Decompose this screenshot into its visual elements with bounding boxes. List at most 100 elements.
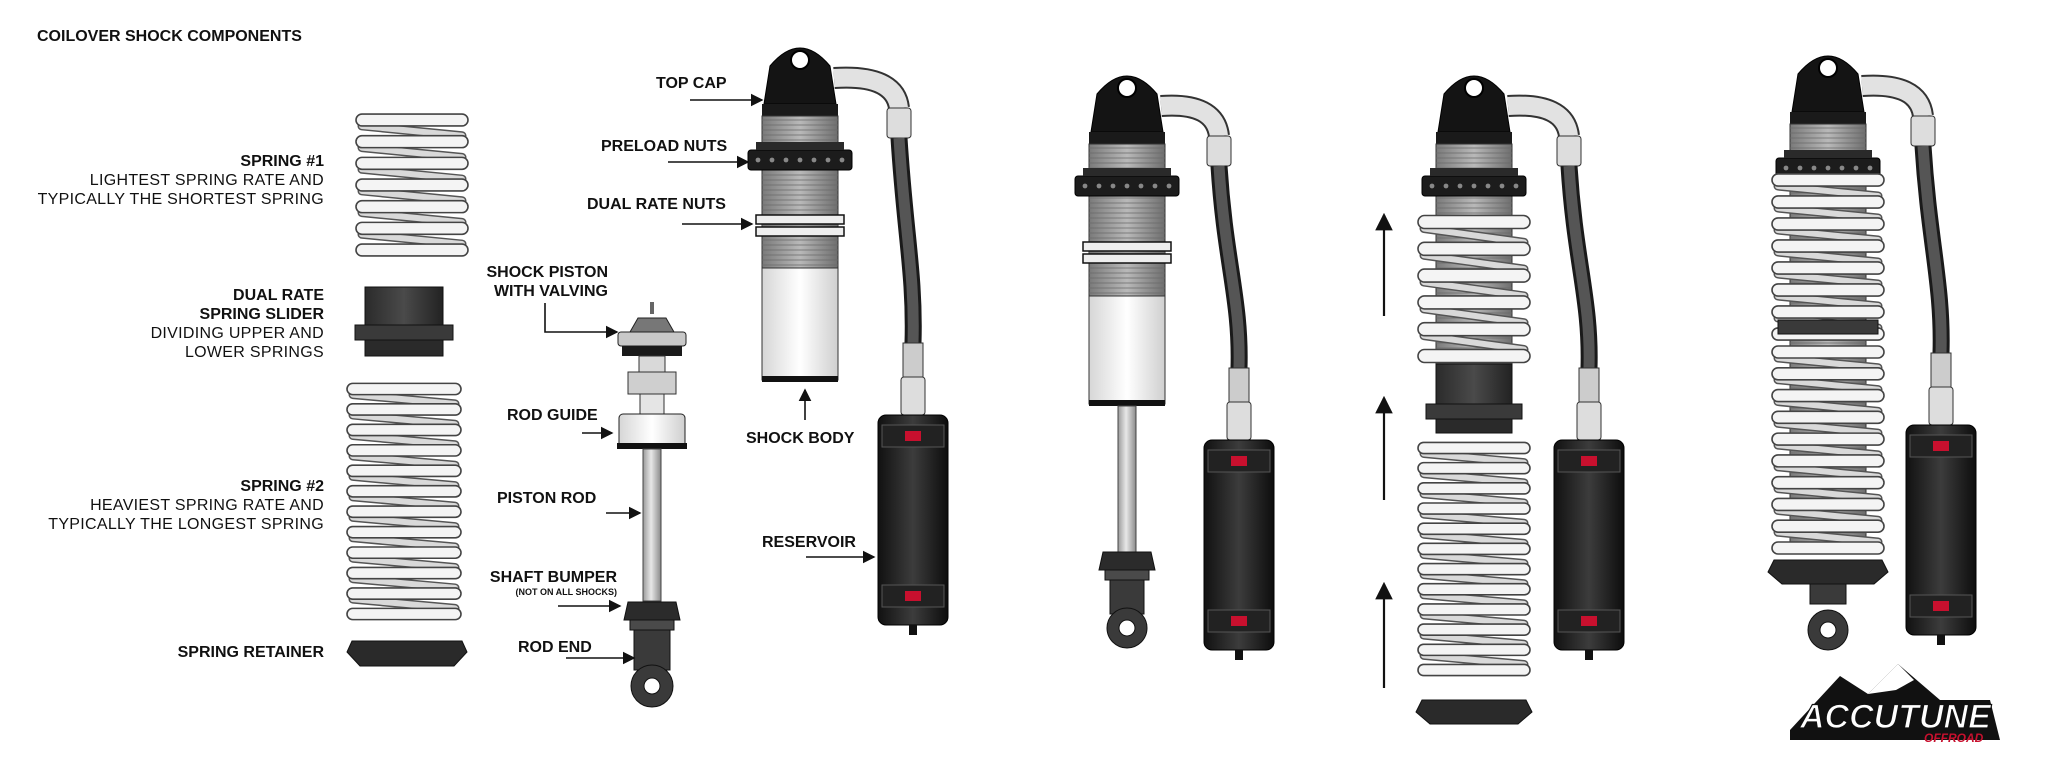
- spring-coil: [1417, 522, 1531, 536]
- preload-nut-bolt: [1457, 183, 1463, 189]
- shaft-bumper-label: SHAFT BUMPER (NOT ON ALL SHOCKS): [489, 569, 617, 597]
- preload-nut-bolt: [1811, 165, 1817, 171]
- hose-fitting: [1861, 76, 1932, 118]
- spring-coil: [1417, 502, 1531, 515]
- preload-nut-bolt: [825, 157, 831, 163]
- preload-nut-bolt: [1867, 165, 1873, 171]
- spring-coil: [1771, 283, 1885, 297]
- diagram-title: COILOVER SHOCK COMPONENTS: [37, 28, 302, 45]
- rod-end-collar: [1104, 569, 1150, 581]
- rod-end-hole: [1118, 619, 1136, 637]
- top-cap-eye: [790, 50, 810, 70]
- hose-nut: [886, 107, 912, 139]
- top-cap-base: [762, 104, 838, 116]
- reservoir-valve: [1585, 650, 1593, 660]
- spring-coil: [1771, 519, 1885, 534]
- piston-stud: [650, 302, 654, 314]
- rod-end-hole: [1819, 621, 1837, 639]
- rod-end-hole: [643, 677, 661, 695]
- dual-rate-slider-flange: [1425, 403, 1523, 420]
- hose-fitting: [833, 68, 908, 110]
- top-cap-eye: [1117, 78, 1137, 98]
- piston-body: [622, 346, 682, 356]
- spring-coil: [1771, 173, 1885, 187]
- loose-components: [346, 113, 469, 667]
- spring-coil: [355, 156, 469, 171]
- shaft-bumper: [1098, 551, 1156, 571]
- spring-coil: [1417, 623, 1531, 636]
- top-cap: [1791, 55, 1865, 113]
- spring-coil: [1771, 195, 1885, 209]
- rod-guide-label: ROD GUIDE: [507, 407, 598, 424]
- spring-coil: [355, 178, 469, 192]
- spring-coil: [1417, 663, 1531, 677]
- spring-coil: [346, 566, 462, 580]
- dual-rate-nut: [1082, 241, 1172, 252]
- hose-fitting: [1160, 96, 1228, 138]
- dual-rate-slider-flange: [354, 324, 454, 341]
- spring-coil: [355, 221, 469, 236]
- reservoir-hose-core: [1213, 165, 1245, 369]
- hose-nut: [1910, 115, 1936, 147]
- reservoir-hose-core: [1563, 165, 1595, 369]
- dual-rate-nut: [755, 214, 845, 225]
- hose-fitting: [1507, 96, 1578, 138]
- preload-nut-bolt: [1797, 165, 1803, 171]
- shock-body-label: SHOCK BODY: [746, 430, 855, 447]
- spring-1-on-shock: [1417, 214, 1531, 364]
- shock-illustrations: [617, 47, 1977, 725]
- top-cap-base: [1436, 132, 1512, 144]
- preload-nut-top: [756, 142, 844, 150]
- spring-coil: [1417, 603, 1531, 616]
- preload-nut-bolt: [1152, 183, 1158, 189]
- preload-nut-bolt: [1513, 183, 1519, 189]
- rod-end-label: ROD END: [518, 639, 592, 656]
- preload-nut-bolt: [769, 157, 775, 163]
- preload-nut-top: [1784, 150, 1872, 158]
- shock-body-threads: [761, 115, 839, 269]
- piston-label: SHOCK PISTON WITH VALVING: [486, 264, 609, 300]
- spring-2-on-shock: [1417, 441, 1531, 677]
- dual-rate-slider-base: [364, 339, 444, 357]
- reservoir-decal-accent: [905, 591, 921, 601]
- dual-rate-slider-assembled: [1777, 319, 1879, 335]
- shock-body-end: [1089, 400, 1165, 406]
- preload-nuts-label: PRELOAD NUTS: [601, 138, 728, 155]
- top-cap: [1437, 75, 1511, 133]
- hose-nut: [1206, 135, 1232, 167]
- preload-nut-bolt: [811, 157, 817, 163]
- shock-body: [1088, 295, 1166, 405]
- top-cap-eye: [1818, 58, 1838, 78]
- spring-coil: [346, 423, 462, 437]
- piston-valving: [617, 331, 687, 347]
- logo-wordmark: ACCUTUNE: [1799, 698, 1992, 736]
- spring-coil: [1417, 321, 1531, 337]
- spring-coil: [1771, 410, 1885, 425]
- spring-coil: [1771, 366, 1885, 381]
- spring-coil: [1771, 454, 1885, 468]
- reservoir-decal-accent: [1581, 456, 1597, 466]
- reservoir-hose-core: [1917, 145, 1947, 354]
- reservoir-fitting-nut: [900, 376, 926, 416]
- preload-nut-top: [1430, 168, 1518, 176]
- reservoir-decal-accent: [1231, 616, 1247, 626]
- reservoir-label: RESERVOIR: [762, 534, 856, 551]
- dual-rate-slider-base: [1435, 418, 1513, 434]
- reservoir-valve: [909, 625, 917, 635]
- spring-coil: [1771, 239, 1885, 253]
- hose-nut: [1556, 135, 1582, 167]
- spring-coil: [1417, 461, 1531, 475]
- spring-coil: [346, 484, 462, 498]
- top-cap-base: [1790, 112, 1866, 124]
- shock-body: [761, 267, 839, 381]
- preload-nut-bolt: [783, 157, 789, 163]
- spring-coil: [1417, 241, 1531, 257]
- reservoir-valve: [1937, 635, 1945, 645]
- spring-coil: [346, 505, 462, 519]
- preload-nut-top: [1083, 168, 1171, 176]
- dual-rate-slider: [364, 286, 444, 326]
- rod-end-collar: [629, 619, 675, 631]
- preload-nut-bolt: [1110, 183, 1116, 189]
- spring-1-assembled: [1771, 173, 1885, 341]
